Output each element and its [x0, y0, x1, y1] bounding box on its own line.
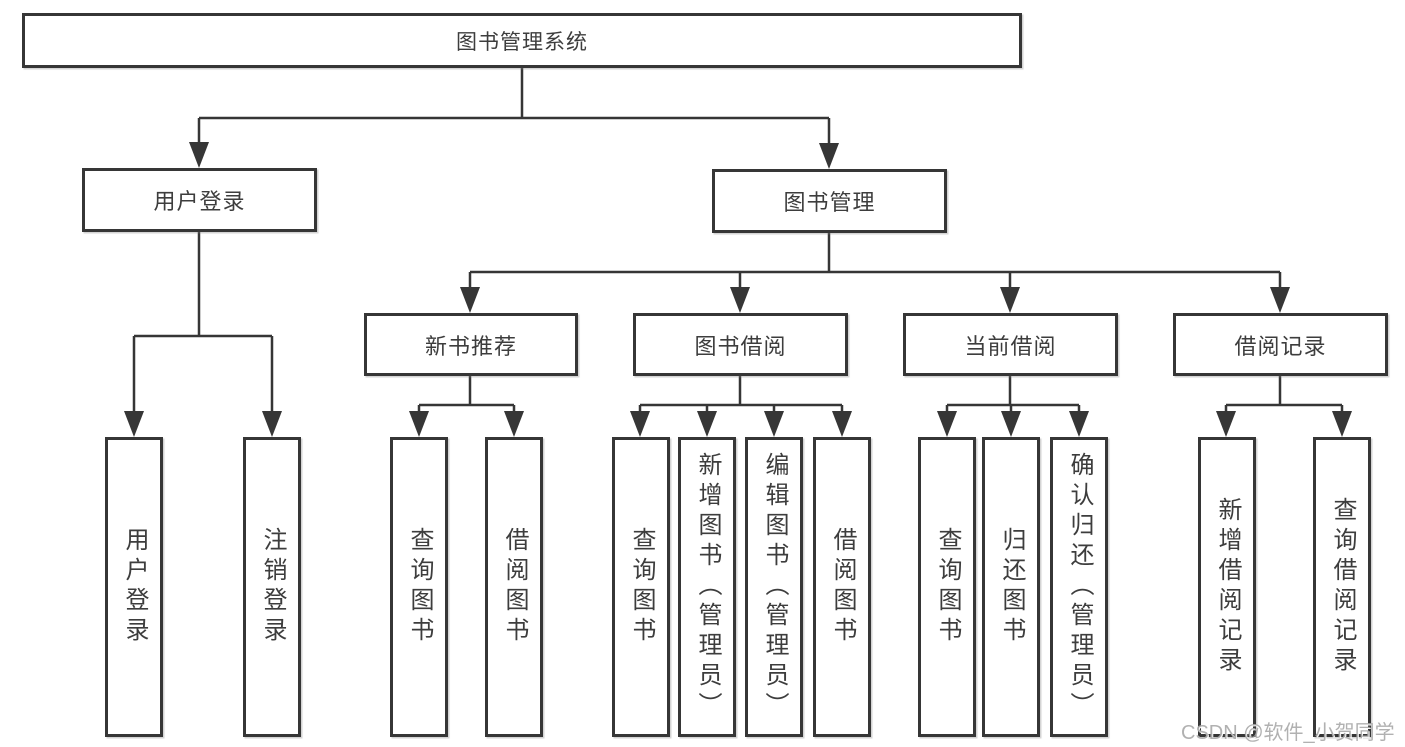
node-book-management-label: 图书管理 [783, 190, 876, 215]
arrowhead-icon [124, 411, 144, 437]
leaf-logout: 注销登录 [243, 437, 301, 737]
node-book-management: 图书管理 [712, 169, 947, 233]
leaf-query-borrow-record-label: 查询借阅记录 [1329, 497, 1356, 677]
arrowhead-icon [504, 411, 524, 437]
arrowhead-icon [1069, 411, 1089, 437]
node-new-book-recommend-label: 新书推荐 [424, 333, 517, 359]
leaf-confirm-return-admin: 确认归还（管理员） [1050, 437, 1108, 737]
arrowhead-icon [1216, 411, 1236, 437]
csdn-watermark: CSDN @软件_小贺同学 [1181, 722, 1395, 744]
leaf-borrow-books: 借阅图书 [813, 437, 871, 737]
arrowhead-icon [697, 411, 717, 437]
arrowhead-icon [1270, 287, 1290, 313]
leaf-return-books: 归还图书 [982, 437, 1040, 737]
arrowhead-icon [409, 411, 429, 437]
arrowhead-icon [1332, 411, 1352, 437]
leaf-borrow-books-label: 借阅图书 [829, 527, 856, 647]
arrowhead-icon [730, 287, 750, 313]
leaf-logout-label: 注销登录 [259, 527, 286, 647]
node-library-system-label: 图书管理系统 [456, 30, 588, 54]
leaf-add-borrow-record: 新增借阅记录 [1198, 437, 1256, 737]
leaf-user-login-label: 用户登录 [121, 527, 148, 647]
arrowhead-icon [189, 142, 209, 168]
arrowhead-icon [630, 411, 650, 437]
node-current-borrowing-label: 当前借阅 [964, 333, 1057, 359]
node-new-book-recommend: 新书推荐 [364, 313, 578, 376]
leaf-recommend-borrow-books: 借阅图书 [485, 437, 543, 737]
leaf-confirm-return-admin-label: 确认归还（管理员） [1066, 452, 1093, 722]
node-user-login-label: 用户登录 [153, 189, 246, 214]
leaf-borrow-query-books-label: 查询图书 [628, 527, 655, 647]
node-user-login: 用户登录 [82, 168, 317, 232]
leaf-current-query-books-label: 查询图书 [934, 527, 961, 647]
arrowhead-icon [819, 143, 839, 169]
leaf-edit-books-admin-label: 编辑图书（管理员） [761, 452, 788, 722]
leaf-borrow-query-books: 查询图书 [612, 437, 670, 737]
leaf-edit-books-admin: 编辑图书（管理员） [745, 437, 803, 737]
arrowhead-icon [1001, 411, 1021, 437]
arrowhead-icon [937, 411, 957, 437]
leaf-add-books-admin-label: 新增图书（管理员） [694, 452, 721, 722]
leaf-add-books-admin: 新增图书（管理员） [678, 437, 736, 737]
node-library-system: 图书管理系统 [22, 13, 1022, 68]
node-book-borrowing-label: 图书借阅 [694, 333, 787, 359]
leaf-recommend-query-books: 查询图书 [390, 437, 448, 737]
leaf-query-borrow-record: 查询借阅记录 [1313, 437, 1371, 737]
arrowhead-icon [832, 411, 852, 437]
node-current-borrowing: 当前借阅 [903, 313, 1118, 376]
leaf-current-query-books: 查询图书 [918, 437, 976, 737]
arrowhead-icon [262, 411, 282, 437]
arrowhead-icon [460, 287, 480, 313]
node-borrow-records-label: 借阅记录 [1234, 333, 1327, 359]
leaf-add-borrow-record-label: 新增借阅记录 [1214, 497, 1241, 677]
node-borrow-records: 借阅记录 [1173, 313, 1388, 376]
node-book-borrowing: 图书借阅 [633, 313, 848, 376]
leaf-return-books-label: 归还图书 [998, 527, 1025, 647]
leaf-recommend-query-books-label: 查询图书 [406, 527, 433, 647]
arrowhead-icon [1000, 287, 1020, 313]
arrowhead-icon [764, 411, 784, 437]
leaf-user-login: 用户登录 [105, 437, 163, 737]
leaf-recommend-borrow-books-label: 借阅图书 [501, 527, 528, 647]
